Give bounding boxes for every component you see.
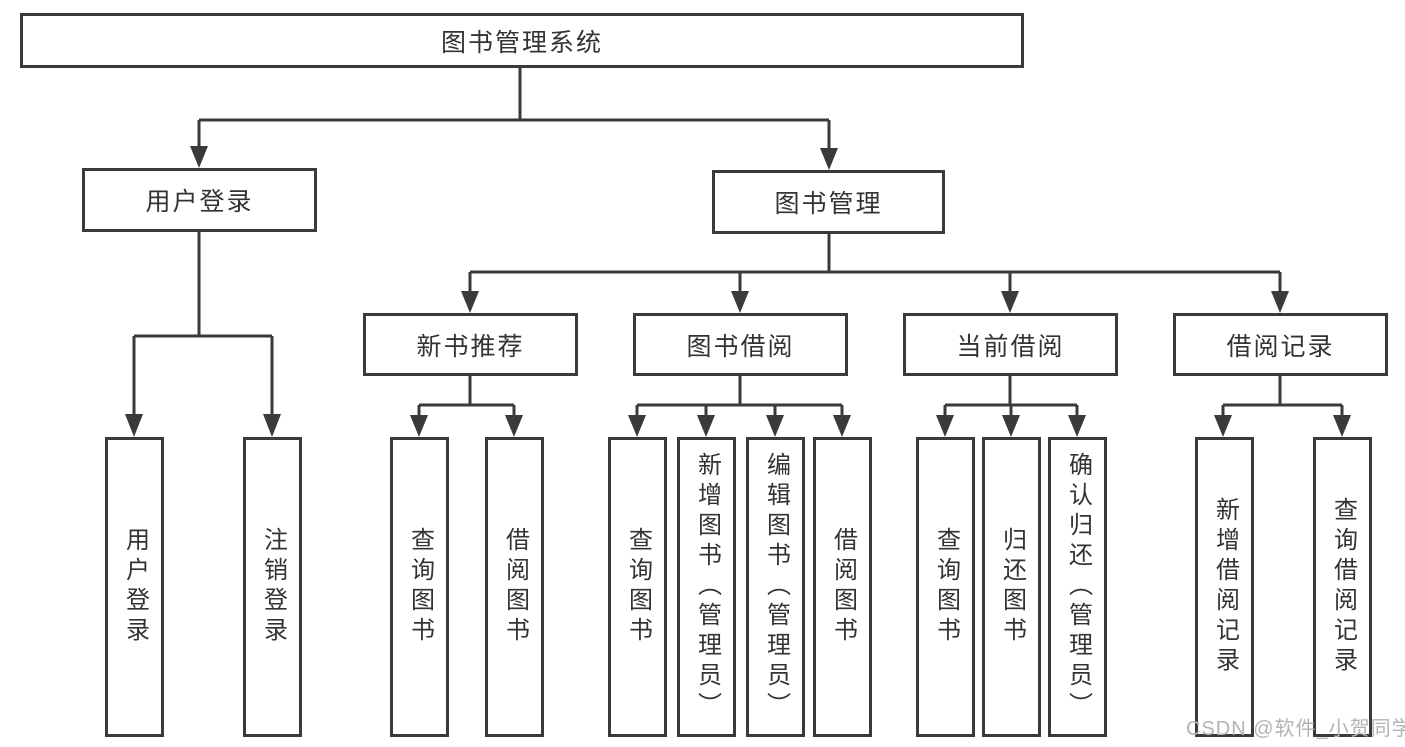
leaf-query-borrow-record: 查询借阅记录 <box>1313 437 1372 737</box>
leaf-borrow-books-recommend: 借阅图书 <box>485 437 544 737</box>
node-label: 新书推荐 <box>416 332 525 361</box>
leaf-label: 查询图书 <box>932 527 960 647</box>
node-book-borrowing: 图书借阅 <box>633 313 848 376</box>
node-label: 图书借阅 <box>686 332 795 361</box>
node-label: 当前借阅 <box>956 332 1065 361</box>
leaf-label: 借阅图书 <box>829 527 857 647</box>
leaf-logout: 注销登录 <box>243 437 302 737</box>
leaf-label: 新增图书（管理员） <box>693 452 721 722</box>
leaf-label: 新增借阅记录 <box>1211 497 1239 677</box>
node-library-management-system: 图书管理系统 <box>20 13 1024 68</box>
node-user-login: 用户登录 <box>82 168 317 232</box>
node-label: 图书管理系统 <box>440 28 603 57</box>
leaf-return-book: 归还图书 <box>982 437 1041 737</box>
node-book-management: 图书管理 <box>712 170 945 234</box>
leaf-edit-book-admin: 编辑图书（管理员） <box>746 437 805 737</box>
node-label: 借阅记录 <box>1226 332 1335 361</box>
leaf-label: 确认归还（管理员） <box>1064 452 1092 722</box>
leaf-label: 用户登录 <box>121 527 149 647</box>
leaf-add-book-admin: 新增图书（管理员） <box>677 437 736 737</box>
node-new-book-recommendation: 新书推荐 <box>363 313 578 376</box>
edge-root-to-level1 <box>190 68 838 170</box>
node-label: 图书管理 <box>774 190 883 218</box>
leaf-label: 归还图书 <box>998 527 1026 647</box>
leaf-label: 编辑图书（管理员） <box>762 452 790 722</box>
leaf-confirm-return-admin: 确认归还（管理员） <box>1048 437 1107 737</box>
leaf-label: 查询图书 <box>624 527 652 647</box>
leaf-user-login: 用户登录 <box>105 437 164 737</box>
leaf-add-borrow-record: 新增借阅记录 <box>1195 437 1254 737</box>
node-current-borrowing: 当前借阅 <box>903 313 1118 376</box>
node-borrowing-records: 借阅记录 <box>1173 313 1388 376</box>
node-label: 用户登录 <box>145 188 254 216</box>
leaf-query-books-current: 查询图书 <box>916 437 975 737</box>
edge-new-book-recommendation-to-leaves <box>410 376 523 437</box>
leaf-label: 查询图书 <box>406 527 434 647</box>
leaf-label: 注销登录 <box>259 527 287 647</box>
edge-book-borrowing-to-leaves <box>628 376 851 437</box>
leaf-query-books-borrowing: 查询图书 <box>608 437 667 737</box>
edge-borrowing-records-to-leaves <box>1214 376 1351 437</box>
edge-current-borrowing-to-leaves <box>936 376 1086 437</box>
leaf-label: 借阅图书 <box>501 527 529 647</box>
watermark: CSDN @软件_小贺同学 <box>1186 718 1405 740</box>
leaf-borrow-books-borrowing: 借阅图书 <box>813 437 872 737</box>
edge-user-login-to-leaves <box>125 232 281 437</box>
leaf-query-books-recommend: 查询图书 <box>390 437 449 737</box>
leaf-label: 查询借阅记录 <box>1329 497 1357 677</box>
edge-book-management-to-level2 <box>461 234 1289 313</box>
